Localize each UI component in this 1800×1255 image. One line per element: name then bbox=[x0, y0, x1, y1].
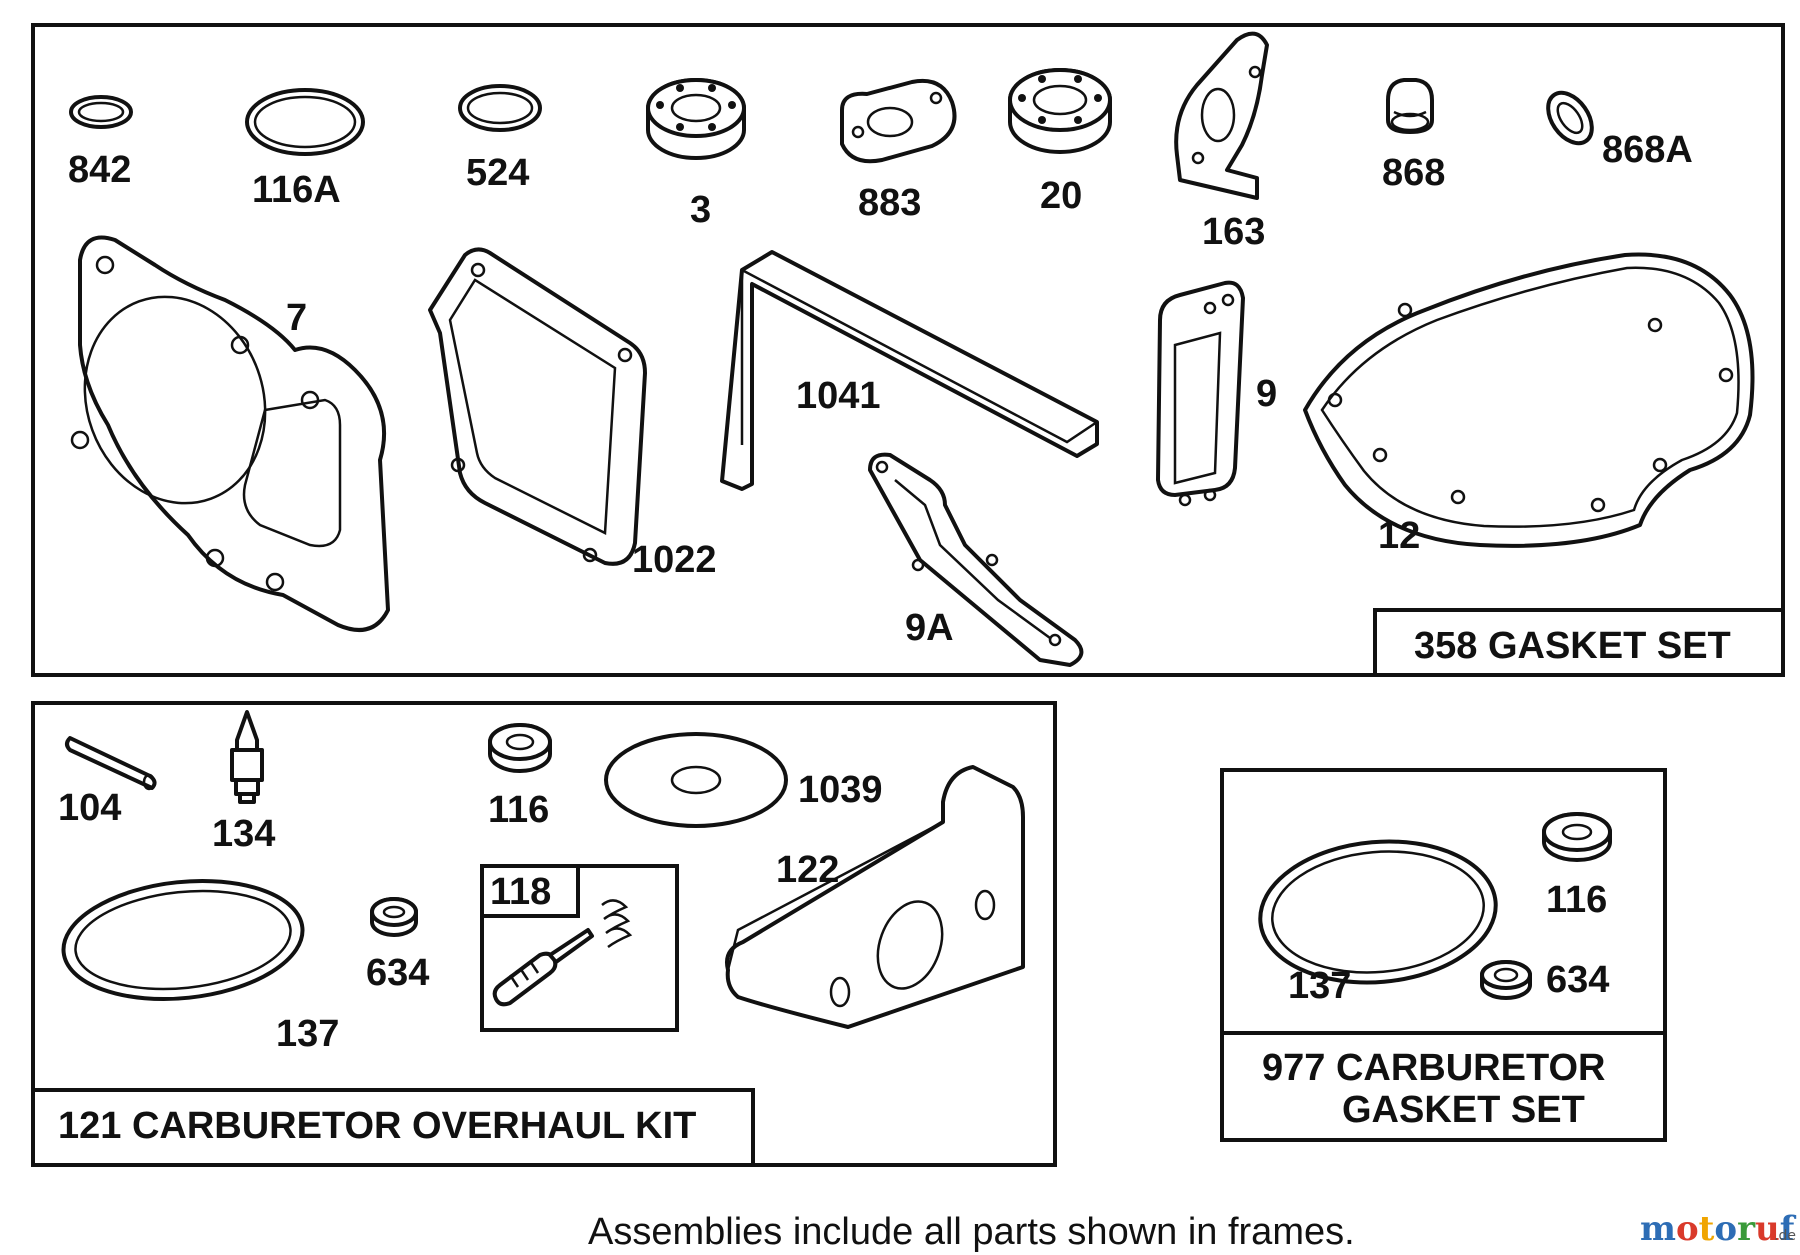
part-104-pin bbox=[65, 736, 157, 791]
part-122-spacer bbox=[725, 765, 1025, 1029]
svg-text:motoruf: motoruf bbox=[1640, 1209, 1797, 1249]
label-868a: 868A bbox=[1602, 129, 1693, 171]
label-134: 134 bbox=[212, 813, 275, 855]
part-1022-gasket bbox=[428, 247, 647, 566]
part-137-ring-gasket-set bbox=[1258, 839, 1498, 985]
assemblies-note: Assemblies include all parts shown in fr… bbox=[588, 1211, 1355, 1253]
part-116a-ring bbox=[245, 88, 365, 156]
gasket-set-label-box bbox=[1373, 608, 1785, 677]
watermark-letter: o bbox=[1676, 1209, 1699, 1249]
part-842-oring bbox=[69, 95, 133, 129]
label-116a: 116A bbox=[252, 169, 341, 211]
part-116-washer-gasket-set bbox=[1542, 812, 1612, 862]
part-634-washer-gasket-set bbox=[1480, 960, 1532, 1000]
part-118-screw-assembly bbox=[480, 864, 679, 1032]
label-122: 122 bbox=[776, 849, 839, 891]
label-1041: 1041 bbox=[796, 375, 881, 417]
overhaul-kit-title: 121 CARBURETOR OVERHAUL KIT bbox=[58, 1105, 696, 1147]
label-1039: 1039 bbox=[798, 769, 883, 811]
label-116-kit: 116 bbox=[488, 789, 549, 831]
part-9a-gasket bbox=[868, 452, 1084, 667]
part-1041-strip bbox=[720, 250, 1099, 491]
part-116-washer bbox=[488, 723, 552, 773]
carburetor-gasket-set-frame bbox=[1220, 768, 1667, 1142]
part-7-head-gasket bbox=[70, 235, 390, 632]
carburetor-gasket-set-title-line2: GASKET SET bbox=[1342, 1089, 1585, 1131]
part-163-gasket bbox=[1174, 31, 1269, 200]
watermark-letter: t bbox=[1699, 1209, 1715, 1249]
label-20: 20 bbox=[1040, 175, 1082, 217]
part-524-ring bbox=[458, 84, 542, 132]
part-634-washer bbox=[370, 897, 418, 937]
label-137-gasket-set: 137 bbox=[1288, 965, 1351, 1007]
part-1039-disc bbox=[604, 732, 788, 828]
watermark-letter: m bbox=[1640, 1209, 1676, 1249]
label-524: 524 bbox=[466, 152, 529, 194]
part-134-needle bbox=[230, 710, 264, 804]
gasket-set-title: 358 GASKET SET bbox=[1414, 625, 1731, 667]
label-137-kit: 137 bbox=[276, 1013, 339, 1055]
part-883-gasket bbox=[840, 79, 957, 164]
label-842: 842 bbox=[68, 149, 131, 191]
label-104: 104 bbox=[58, 787, 121, 829]
part-868-cap bbox=[1386, 78, 1434, 134]
gasket-set-frame bbox=[31, 23, 1785, 677]
watermark-letter: o bbox=[1714, 1209, 1737, 1249]
part-137-ring bbox=[61, 878, 305, 1002]
part-868a-washer bbox=[1546, 90, 1594, 146]
label-163: 163 bbox=[1202, 211, 1265, 253]
label-12: 12 bbox=[1378, 515, 1420, 557]
part-9-gasket bbox=[1156, 280, 1245, 507]
label-883: 883 bbox=[858, 182, 921, 224]
carburetor-gasket-set-title-line1: 977 CARBURETOR bbox=[1262, 1047, 1605, 1089]
watermark-letter: f bbox=[1780, 1209, 1797, 1249]
watermark-suffix: .de bbox=[1774, 1228, 1796, 1244]
part-12-crankcase-gasket bbox=[1303, 252, 1755, 548]
label-868: 868 bbox=[1382, 152, 1445, 194]
label-116-gasket-set: 116 bbox=[1546, 879, 1607, 921]
label-9a: 9A bbox=[905, 607, 954, 649]
label-3: 3 bbox=[690, 189, 711, 231]
motoruf-watermark: motoruf .de bbox=[1640, 1209, 1797, 1249]
watermark-letter: u bbox=[1755, 1209, 1780, 1249]
part-3-seal bbox=[646, 78, 746, 160]
label-9: 9 bbox=[1256, 373, 1277, 415]
label-7: 7 bbox=[286, 297, 307, 339]
label-1022: 1022 bbox=[632, 539, 717, 581]
label-118: 118 bbox=[490, 871, 551, 913]
label-634-kit: 634 bbox=[366, 952, 429, 994]
part-20-seal bbox=[1008, 68, 1112, 154]
watermark-letter: r bbox=[1737, 1209, 1756, 1249]
label-634-gasket-set: 634 bbox=[1546, 959, 1609, 1001]
overhaul-kit-label-box bbox=[31, 1088, 755, 1167]
